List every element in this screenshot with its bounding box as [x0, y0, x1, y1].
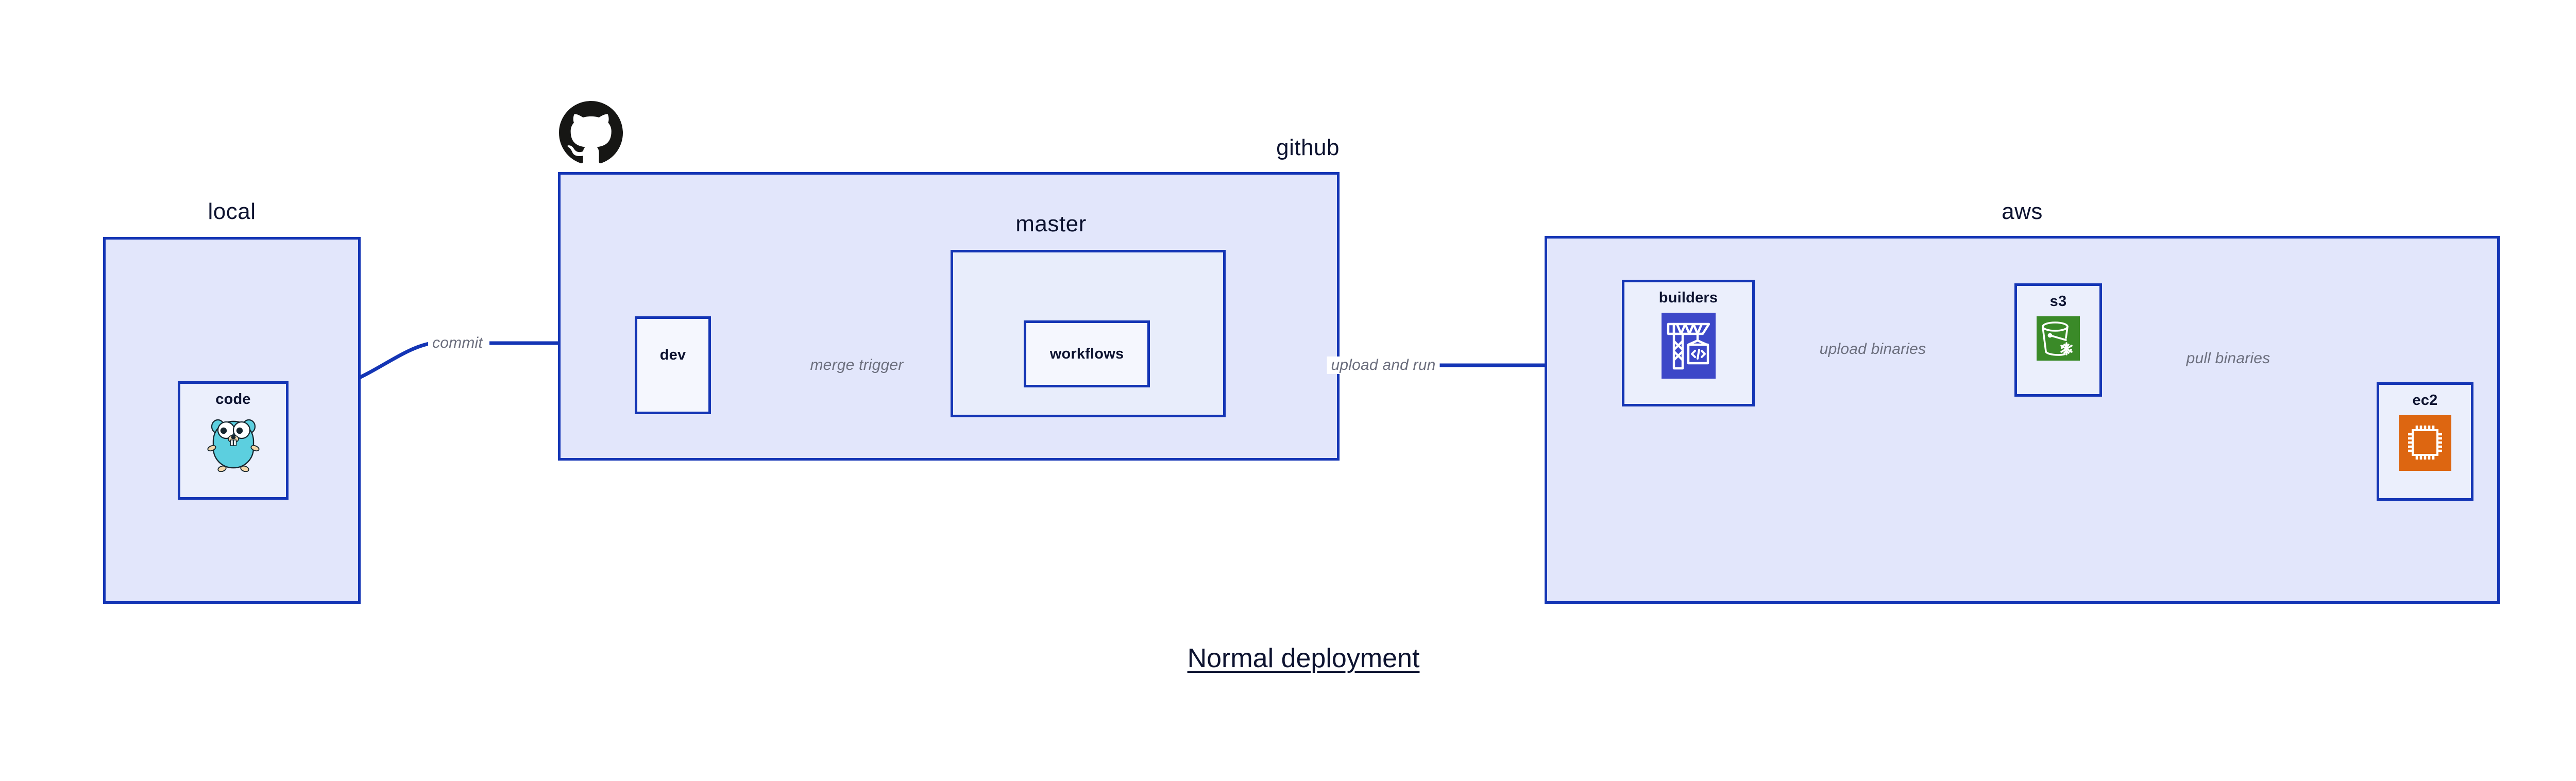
- node-label-s3: s3: [2049, 293, 2067, 310]
- node-label-code: code: [215, 391, 251, 408]
- github-logo: [559, 101, 623, 165]
- crane-code-icon: [1661, 313, 1716, 379]
- group-label-master: master: [1015, 211, 1087, 236]
- edge-label-upload-and-run: upload and run: [1327, 356, 1440, 374]
- edge-label-commit: commit: [428, 334, 487, 352]
- node-label-dev: dev: [659, 347, 686, 363]
- group-label-aws: aws: [2002, 199, 2043, 224]
- node-dev[interactable]: dev: [635, 316, 711, 414]
- edge-label-pull-binaries: pull binaries: [2182, 350, 2275, 367]
- node-workflows[interactable]: workflows: [1024, 320, 1150, 387]
- go-gopher-icon: [206, 414, 261, 472]
- node-ec2[interactable]: ec2: [2377, 382, 2473, 501]
- node-code[interactable]: code: [178, 381, 289, 500]
- s3-bucket-icon: [2037, 316, 2080, 361]
- node-label-workflows: workflows: [1049, 346, 1124, 362]
- node-builders[interactable]: builders: [1622, 280, 1755, 406]
- group-label-github: github: [1276, 135, 1340, 160]
- node-label-ec2: ec2: [2412, 392, 2438, 409]
- group-label-local: local: [208, 199, 256, 224]
- edge-label-merge-trigger: merge trigger: [806, 356, 908, 374]
- ec2-chip-icon: [2399, 415, 2451, 471]
- edge-label-upload-binaries: upload binaries: [1815, 341, 1930, 358]
- node-s3[interactable]: s3: [2014, 283, 2102, 397]
- node-label-builders: builders: [1658, 290, 1718, 306]
- diagram-title: Normal deployment: [1187, 643, 1420, 673]
